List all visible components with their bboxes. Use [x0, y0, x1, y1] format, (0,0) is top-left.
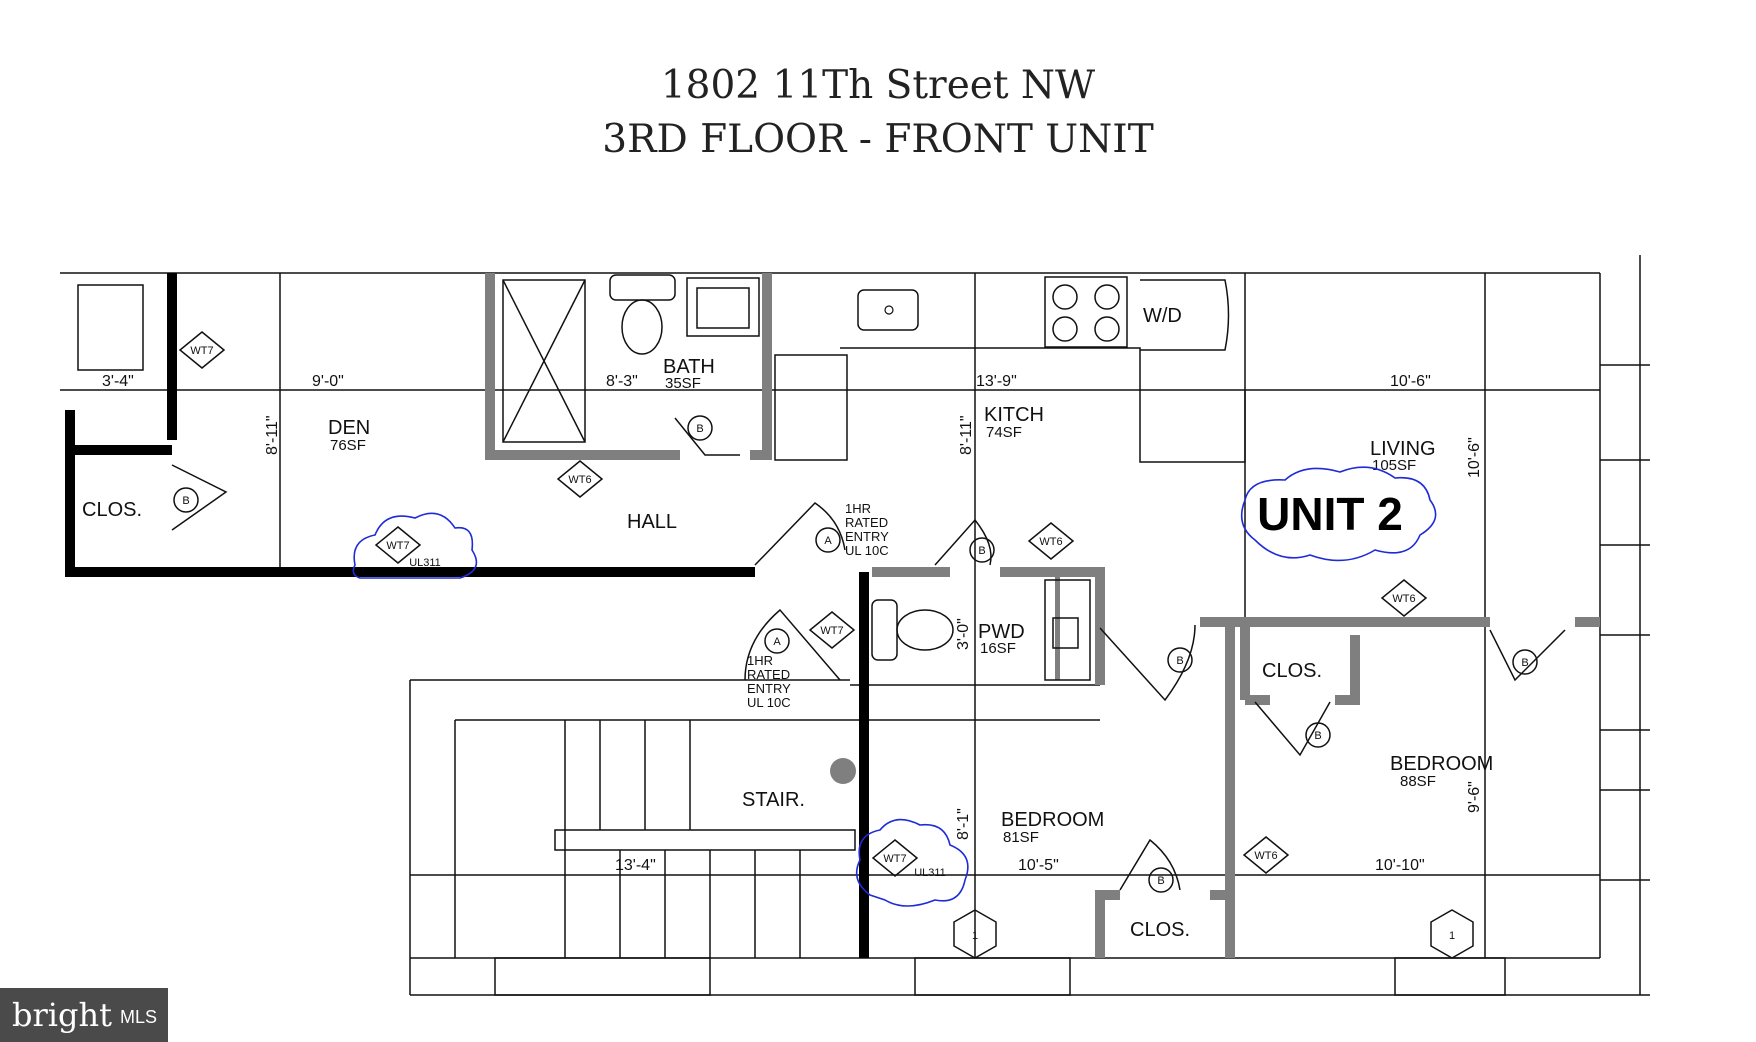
svg-text:WT7: WT7: [820, 625, 843, 637]
dim-d6: 8'-11": [264, 415, 281, 455]
door-tag-b-pwd: B: [969, 537, 995, 563]
room-bedroom2-area: 88SF: [1400, 773, 1436, 790]
room-pwd-area: 16SF: [980, 640, 1016, 657]
door-tag-b-clos3: B: [1148, 867, 1174, 893]
svg-text:WT6: WT6: [568, 474, 591, 486]
svg-text:UL 10C: UL 10C: [747, 695, 791, 710]
svg-text:A: A: [824, 535, 832, 547]
svg-text:UL311: UL311: [914, 867, 946, 879]
room-living-area: 105SF: [1372, 457, 1416, 474]
svg-text:B: B: [978, 545, 985, 557]
wd-label: W/D: [1143, 305, 1182, 327]
bright-mls-logo: bright MLS: [0, 988, 168, 1042]
room-hall-name: HALL: [627, 511, 677, 533]
room-stair-name: STAIR.: [742, 789, 805, 811]
title-unit: 3RD FLOOR - FRONT UNIT: [602, 117, 1153, 162]
section-tag-1-left: 1: [953, 909, 997, 959]
dim-d7: 8'-11": [958, 415, 975, 455]
svg-text:1HR: 1HR: [747, 653, 773, 668]
unit-label: UNIT 2: [1257, 488, 1403, 540]
room-bedroom1-area: 81SF: [1003, 829, 1039, 846]
dim-d1: 3'-4": [102, 373, 134, 390]
room-bedroom2-name: BEDROOM: [1390, 753, 1493, 775]
svg-text:1: 1: [1449, 930, 1455, 942]
doors: [171, 417, 1566, 891]
svg-text:B: B: [182, 495, 189, 507]
wt6-tag-hall: WT6: [556, 460, 604, 498]
door-tag-b-bath: B: [687, 415, 713, 441]
wt7-tag-den: WT7: [178, 331, 226, 369]
structure-lines: [60, 255, 1650, 996]
door-tag-a-lower: A: [764, 628, 790, 654]
wt6-tag-bedroom: WT6: [1242, 836, 1290, 874]
exterior-walls: [65, 273, 869, 958]
dim-d2: 9'-0": [312, 373, 344, 390]
unit-label-cloud: UNIT 2: [1240, 466, 1437, 562]
svg-text:B: B: [1314, 730, 1321, 742]
dim-d14: 9'-6": [1466, 781, 1483, 813]
dim-d12: 10'-5": [1018, 857, 1059, 874]
fixtures: [77, 274, 1246, 784]
svg-text:A: A: [773, 636, 781, 648]
title-address: 1802 11Th Street NW: [661, 63, 1095, 108]
wt6-tag-kitch: WT6: [1027, 522, 1075, 560]
door-tag-b-bed2: B: [1512, 649, 1538, 675]
svg-text:RATED: RATED: [845, 515, 888, 530]
svg-text:ENTRY: ENTRY: [747, 681, 791, 696]
dim-d8: 10'-6": [1466, 437, 1483, 478]
door-tag-b-clos2: B: [1305, 722, 1331, 748]
svg-text:WT6: WT6: [1392, 593, 1415, 605]
svg-text:WT7: WT7: [386, 540, 409, 552]
wt7-cloud-hall: WT7 UL311: [352, 512, 478, 579]
room-den-name: DEN: [328, 417, 370, 439]
svg-text:WT7: WT7: [883, 853, 906, 865]
room-living-name: LIVING: [1370, 438, 1436, 460]
room-bath-name: BATH: [663, 356, 715, 378]
svg-text:WT6: WT6: [1254, 850, 1277, 862]
section-tag-1-right: 1: [1430, 909, 1474, 959]
door-tag-b-bed1: B: [1167, 647, 1193, 673]
svg-text:B: B: [1157, 875, 1164, 887]
dim-d10: 8'-1": [955, 808, 972, 840]
dim-d13: 10'-10": [1375, 857, 1425, 874]
room-kitch-name: KITCH: [984, 404, 1044, 426]
dim-d3: 8'-3": [606, 373, 638, 390]
room-clos3-name: CLOS.: [1130, 919, 1190, 941]
room-clos2-name: CLOS.: [1262, 660, 1322, 682]
room-bath-area: 35SF: [665, 375, 701, 392]
rated-entry-note-lower: 1HR RATED ENTRY UL 10C: [747, 653, 791, 710]
svg-text:ENTRY: ENTRY: [845, 529, 889, 544]
svg-text:B: B: [1521, 657, 1528, 669]
dim-d4: 13'-9": [976, 373, 1017, 390]
dim-d9: 3'-0": [955, 618, 972, 650]
interior-walls: [485, 273, 1600, 958]
svg-text:WT6: WT6: [1039, 536, 1062, 548]
door-tag-a-upper: A: [815, 527, 841, 553]
svg-text:RATED: RATED: [747, 667, 790, 682]
svg-text:WT7: WT7: [190, 345, 213, 357]
dim-d11: 13'-4": [615, 857, 656, 874]
room-kitch-area: 74SF: [986, 424, 1022, 441]
wt7-tag-entry: WT7: [808, 611, 856, 649]
room-bedroom1-name: BEDROOM: [1001, 809, 1104, 831]
door-tag-b-clos: B: [173, 487, 199, 513]
bright-wordmark: bright: [12, 996, 112, 1034]
svg-text:1HR: 1HR: [845, 501, 871, 516]
svg-text:B: B: [1176, 655, 1183, 667]
svg-text:B: B: [696, 423, 703, 435]
svg-text:1: 1: [972, 930, 978, 942]
room-den-area: 76SF: [330, 437, 366, 454]
dim-d5: 10'-6": [1390, 373, 1431, 390]
room-pwd-name: PWD: [978, 621, 1025, 643]
mls-wordmark: MLS: [120, 1007, 158, 1027]
svg-text:UL 10C: UL 10C: [845, 543, 889, 558]
wt7-cloud-bedroom: WT7 UL311: [855, 818, 969, 907]
wt6-tag-living: WT6: [1380, 579, 1428, 617]
rated-entry-note-upper: 1HR RATED ENTRY UL 10C: [845, 501, 889, 558]
room-clos1-name: CLOS.: [82, 499, 142, 521]
svg-text:UL311: UL311: [409, 557, 441, 569]
